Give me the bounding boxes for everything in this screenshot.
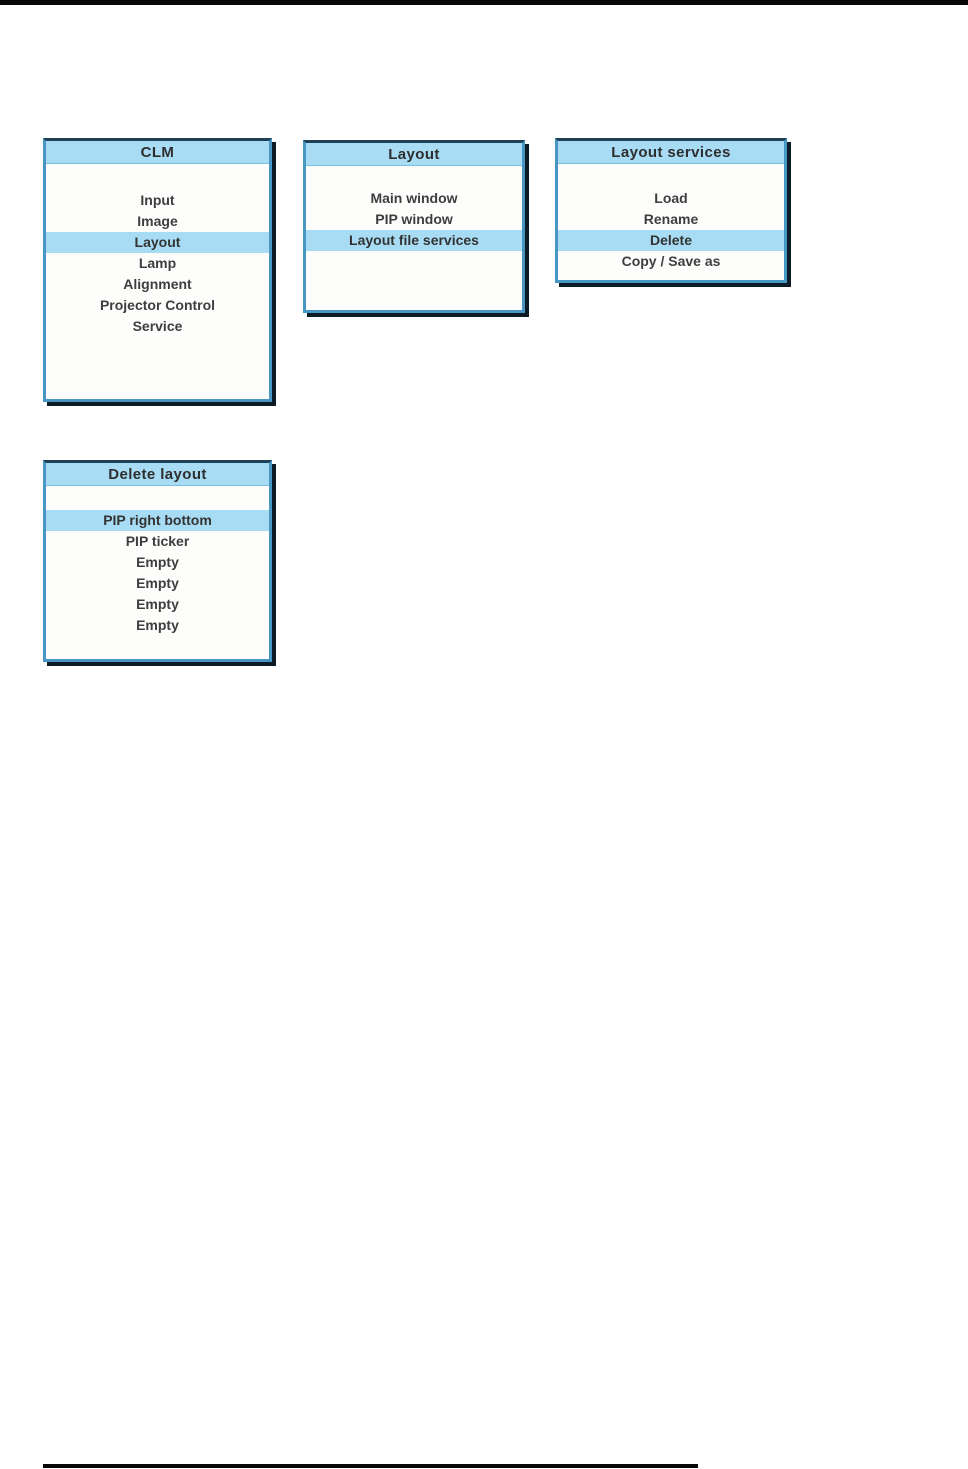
menu-delete-layout-title: Delete layout: [46, 463, 269, 486]
menu-item-copy-save-as[interactable]: Copy / Save as: [621, 253, 721, 269]
menu-clm-title: CLM: [46, 141, 269, 164]
menu-layout-title: Layout: [306, 143, 522, 166]
menu-item-main-window[interactable]: Main window: [370, 190, 458, 206]
menu-item-layout-file-services[interactable]: Layout file services: [306, 230, 522, 251]
menu-layout: Layout Main window PIP window Layout fil…: [303, 140, 525, 313]
menu-layout-services-body: Load Rename Delete Copy / Save as: [558, 164, 784, 272]
menu-item-alignment[interactable]: Alignment: [123, 276, 192, 292]
menu-delete-layout-body: PIP right bottom PIP ticker Empty Empty …: [46, 486, 269, 636]
menu-item-delete[interactable]: Delete: [558, 230, 784, 251]
menu-item-layout[interactable]: Layout: [46, 232, 269, 253]
menu-item-lamp[interactable]: Lamp: [138, 255, 177, 271]
menu-clm: CLM Input Image Layout Lamp Alignment Pr…: [43, 138, 272, 402]
menu-item-service[interactable]: Service: [132, 318, 183, 334]
page-top-rule: [0, 0, 968, 5]
menu-item-projector-control[interactable]: Projector Control: [99, 297, 216, 313]
menu-item-load[interactable]: Load: [654, 190, 688, 206]
menu-layout-services-title: Layout services: [558, 141, 784, 164]
menu-item-empty[interactable]: Empty: [136, 575, 179, 591]
menu-layout-body: Main window PIP window Layout file servi…: [306, 166, 522, 251]
menu-item-input[interactable]: Input: [140, 192, 175, 208]
menu-delete-layout: Delete layout PIP right bottom PIP ticke…: [43, 460, 272, 662]
menu-item-pip-ticker[interactable]: PIP ticker: [125, 533, 190, 549]
page-footer-rule: [43, 1464, 698, 1468]
menu-item-pip-window[interactable]: PIP window: [375, 211, 453, 227]
menu-item-empty[interactable]: Empty: [136, 596, 179, 612]
menu-item-empty[interactable]: Empty: [136, 617, 179, 633]
menu-layout-services: Layout services Load Rename Delete Copy …: [555, 138, 787, 283]
menu-item-rename[interactable]: Rename: [643, 211, 699, 227]
menu-item-empty[interactable]: Empty: [136, 554, 179, 570]
menu-item-image[interactable]: Image: [137, 213, 178, 229]
menu-clm-body: Input Image Layout Lamp Alignment Projec…: [46, 164, 269, 337]
menu-item-pip-right-bottom[interactable]: PIP right bottom: [46, 510, 269, 531]
